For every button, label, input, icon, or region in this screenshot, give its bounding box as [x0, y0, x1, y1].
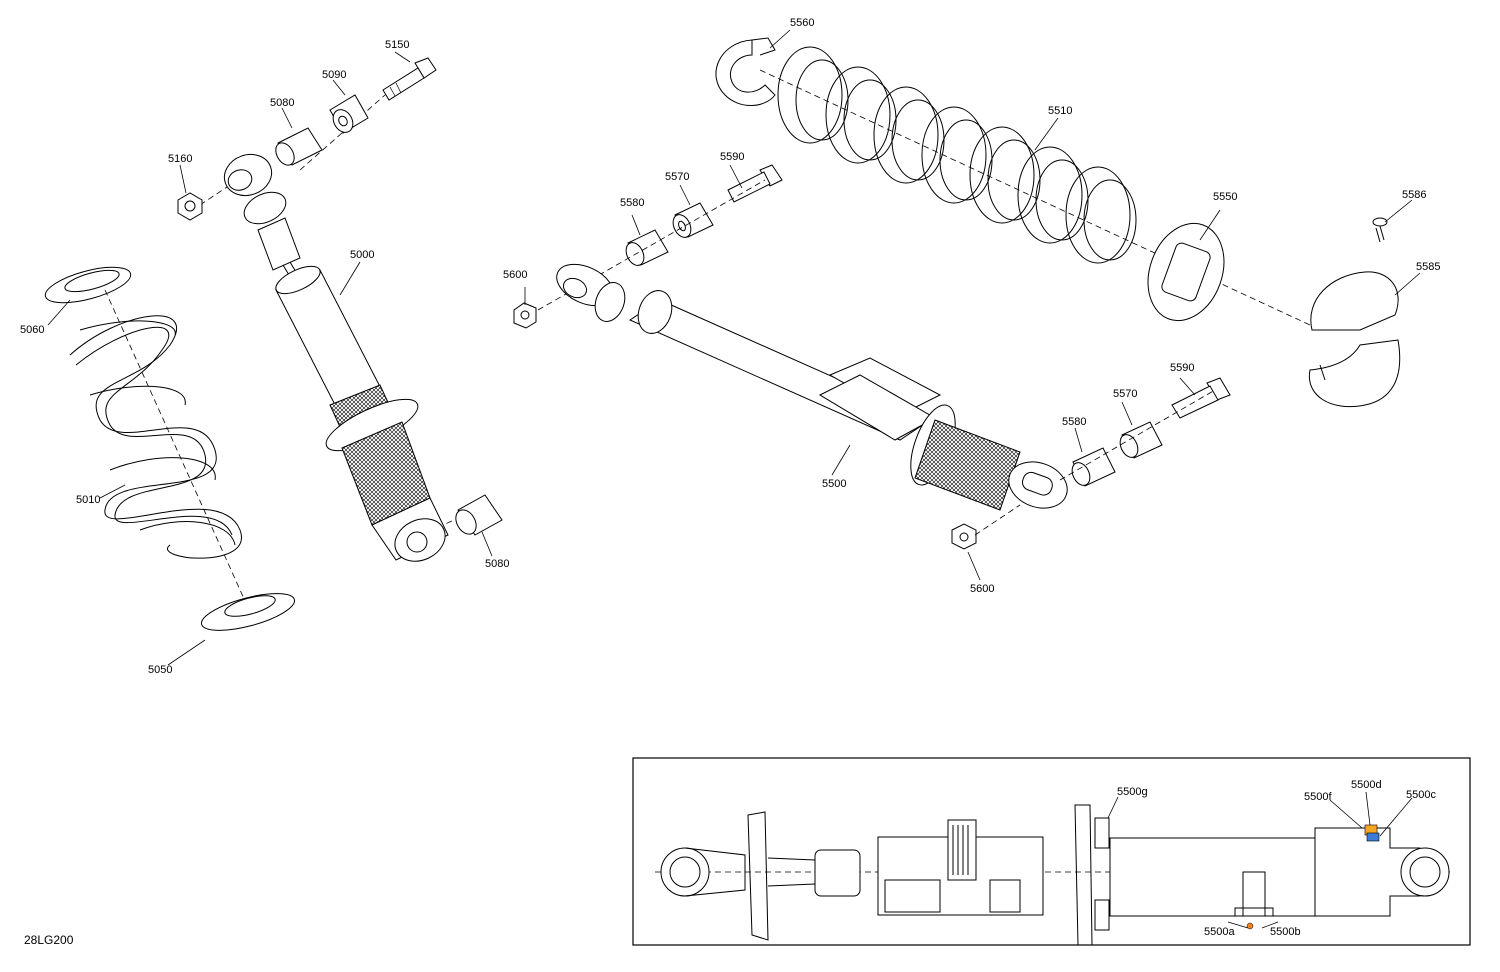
nut-5160: [177, 192, 203, 221]
leader-5500g: [1107, 796, 1119, 819]
bushing-5080-lower: [455, 494, 503, 536]
label-5560: 5560: [790, 17, 814, 29]
label-5580-lower: 5580: [1062, 416, 1086, 428]
right-shock-assembly: [513, 29, 1421, 581]
drawing-id: 28LG200: [24, 933, 74, 947]
spacer-5090: [329, 94, 369, 134]
label-5090: 5090: [322, 69, 346, 81]
leader-5500f: [1329, 799, 1363, 829]
label-5160: 5160: [168, 153, 192, 165]
nut-5600-lower: [951, 523, 977, 550]
label-5500c: 5500c: [1406, 789, 1436, 801]
label-5080-upper: 5080: [270, 97, 294, 109]
label-5000: 5000: [350, 249, 374, 261]
bushing-5080-upper: [275, 127, 323, 166]
bushing-5580-upper: [625, 229, 669, 266]
leader-5500b: [1261, 921, 1279, 929]
shock-top-eye: [223, 153, 303, 286]
bolt-5590-upper: [727, 164, 783, 203]
label-5080-lower: 5080: [485, 558, 509, 570]
label-5585: 5585: [1416, 261, 1440, 273]
label-5500f: 5500f: [1304, 791, 1332, 803]
label-5500g: 5500g: [1117, 786, 1148, 798]
leader-5500d: [1365, 791, 1371, 826]
section-view-inset: [632, 757, 1471, 946]
label-5060: 5060: [20, 324, 44, 336]
spring-5010: [69, 289, 251, 613]
spring-seat-5060: [44, 266, 132, 304]
leader-5500a: [1227, 921, 1249, 929]
label-5590-lower: 5590: [1170, 362, 1194, 374]
shock-body-5500: [556, 263, 1068, 511]
spacer-5570-lower: [1119, 421, 1163, 459]
label-5500b: 5500b: [1270, 926, 1301, 938]
label-5600-upper: 5600: [503, 269, 527, 281]
spacer-5570-upper: [672, 202, 714, 238]
axis-line: [199, 184, 231, 206]
label-5590-upper: 5590: [720, 151, 744, 163]
screw-5586: [1372, 217, 1388, 243]
label-5580-upper: 5580: [620, 197, 644, 209]
label-5150: 5150: [385, 39, 409, 51]
label-5500a: 5500a: [1204, 926, 1235, 938]
spring-5510: [759, 46, 1311, 326]
label-5550: 5550: [1213, 191, 1237, 203]
bushing-5580-lower: [1071, 447, 1116, 487]
label-5500: 5500: [822, 478, 846, 490]
label-5570-lower: 5570: [1113, 388, 1137, 400]
shock-body-5000: [275, 265, 449, 562]
left-shock-assembly: [44, 51, 503, 666]
retainer-5585: [1308, 271, 1401, 407]
bolt-5150: [382, 57, 437, 101]
axis-line: [299, 94, 386, 171]
label-5586: 5586: [1402, 189, 1426, 201]
label-5600-lower: 5600: [970, 583, 994, 595]
label-5510: 5510: [1048, 105, 1072, 117]
part-labels: 5150 5090 5080 5160 5000 5060 5010 5080 …: [20, 17, 1440, 947]
part-5500a: [1246, 922, 1254, 930]
spring-seat-5050: [200, 593, 296, 631]
label-5050: 5050: [148, 664, 172, 676]
leader-5500c: [1379, 797, 1413, 837]
label-5010: 5010: [76, 494, 100, 506]
nut-5600-upper: [513, 302, 537, 329]
retainer-5560: [715, 37, 776, 106]
part-5500c: [1366, 832, 1380, 842]
washer-5550: [1147, 222, 1225, 322]
label-5570-upper: 5570: [665, 171, 689, 183]
label-5500d: 5500d: [1351, 779, 1382, 791]
